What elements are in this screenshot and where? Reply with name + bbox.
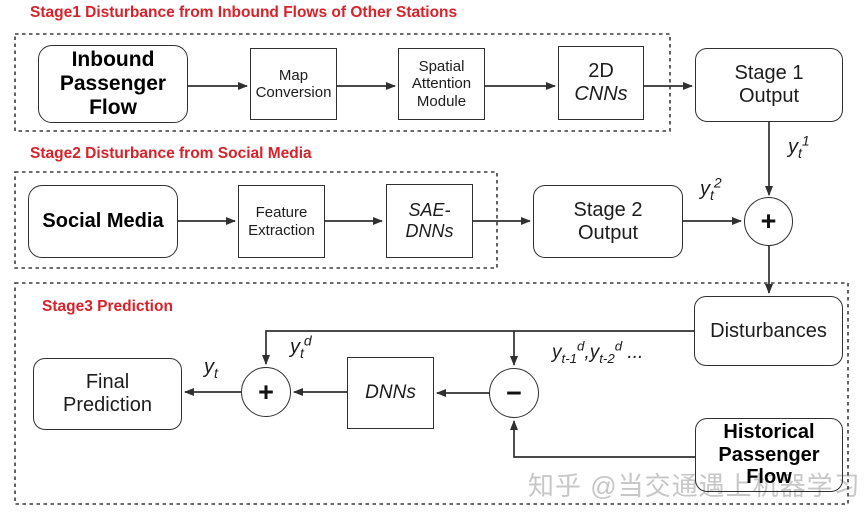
- node-text-line: CNNs: [574, 83, 628, 105]
- node-inbound-passenger-flow: Inbound Passenger Flow: [38, 45, 188, 123]
- node-text-line: Flow: [89, 95, 137, 119]
- node-text-line: Disturbances: [710, 319, 827, 342]
- node-map-conversion: Map Conversion: [250, 48, 337, 120]
- minus-operator: −: [506, 377, 522, 408]
- label-yt1: yt1: [788, 133, 810, 161]
- node-text-line: Spatial: [418, 58, 465, 76]
- label-subscript: t-2: [599, 350, 615, 366]
- label-separator: ,: [584, 342, 590, 363]
- node-text-line: Stage 1: [734, 62, 804, 85]
- label-yt: yt: [204, 356, 218, 381]
- label-superscript: d: [614, 338, 623, 354]
- stage1-title: Stage1 Disturbance from Inbound Flows of…: [30, 4, 458, 21]
- node-text-line: DNNs: [405, 221, 454, 241]
- label-base: y: [204, 356, 214, 378]
- label-superscript: d: [577, 338, 585, 354]
- node-stage2-output: Stage 2 Output: [533, 185, 683, 258]
- node-text-line: Module: [416, 92, 467, 110]
- node-text-line: SAE-: [408, 200, 451, 221]
- label-subscript: t-1: [561, 350, 578, 366]
- watermark-text: 知乎 @当交通遇上机器学习: [528, 471, 861, 501]
- node-text-line: Conversion: [255, 84, 332, 101]
- plus-operator: +: [258, 376, 274, 407]
- stage2-dashed-box: [14, 171, 498, 269]
- node-text-line: Historical: [723, 420, 815, 443]
- label-subscript: t: [710, 187, 714, 203]
- node-text-line: Inbound: [71, 48, 155, 72]
- node-text-line: DNNs: [365, 382, 416, 404]
- node-dnns: DNNs: [347, 357, 434, 429]
- node-text-line: Passenger: [718, 443, 820, 466]
- label-yt2: yt2: [700, 175, 722, 203]
- stage3-dashed-box: [14, 282, 849, 505]
- stage1-dashed-box: [14, 33, 671, 132]
- node-text-line: Extraction: [248, 221, 315, 239]
- node-text-line: Prediction: [63, 394, 152, 416]
- path-disturbances-to-plus: [262, 330, 694, 365]
- plus-operator: +: [760, 206, 777, 236]
- label-superscript: 1: [801, 132, 810, 149]
- label-ytd: ytd: [290, 333, 312, 361]
- node-stage1-output: Stage 1 Output: [695, 48, 843, 122]
- node-text-line: Output: [738, 85, 800, 107]
- label-base: y: [589, 342, 600, 363]
- sum-plus-stage2: +: [744, 197, 793, 246]
- label-subscript: t: [798, 145, 802, 161]
- node-text-line: Output: [577, 221, 639, 244]
- label-base: y: [700, 178, 710, 200]
- node-text-line: Passenger: [59, 72, 167, 96]
- node-text-line: Final: [85, 371, 130, 394]
- node-disturbances: Disturbances: [694, 296, 843, 366]
- stage3-title: Stage3 Prediction: [42, 298, 173, 315]
- node-social-media: Social Media: [28, 185, 178, 258]
- sum-plus-stage3: +: [241, 367, 291, 417]
- node-text-line: Stage 2: [573, 198, 643, 221]
- node-text-line: 2D: [588, 60, 614, 83]
- label-base: y: [290, 336, 300, 358]
- node-final-prediction: Final Prediction: [33, 358, 182, 430]
- node-text-line: Social Media: [42, 210, 164, 233]
- node-2d-cnns: 2D CNNs: [558, 46, 644, 120]
- stage2-title: Stage2 Disturbance from Social Media: [30, 145, 312, 162]
- node-text-line: Attention: [411, 75, 472, 93]
- label-subscript: t: [214, 365, 218, 381]
- node-text-line: Feature: [255, 204, 308, 222]
- node-historical-passenger-flow: Historical Passenger Flow: [695, 418, 843, 492]
- label-base: y: [788, 136, 798, 158]
- node-text-line: Flow: [746, 466, 792, 489]
- node-sae-dnns: SAE- DNNs: [386, 184, 473, 258]
- label-superscript: 2: [713, 174, 722, 191]
- label-base: y: [552, 342, 562, 363]
- node-spatial-attention-module: Spatial Attention Module: [398, 48, 485, 120]
- sum-minus-stage3: −: [489, 368, 539, 418]
- label-ytd-history-sequence: yt-1d,yt-2d ...: [552, 338, 644, 366]
- label-ellipsis: ...: [622, 342, 644, 363]
- node-feature-extraction: Feature Extraction: [238, 185, 325, 258]
- label-subscript: t: [300, 345, 304, 361]
- node-text-line: Map: [278, 66, 309, 84]
- label-superscript: d: [303, 332, 312, 349]
- path-historical-to-minus: [510, 420, 695, 458]
